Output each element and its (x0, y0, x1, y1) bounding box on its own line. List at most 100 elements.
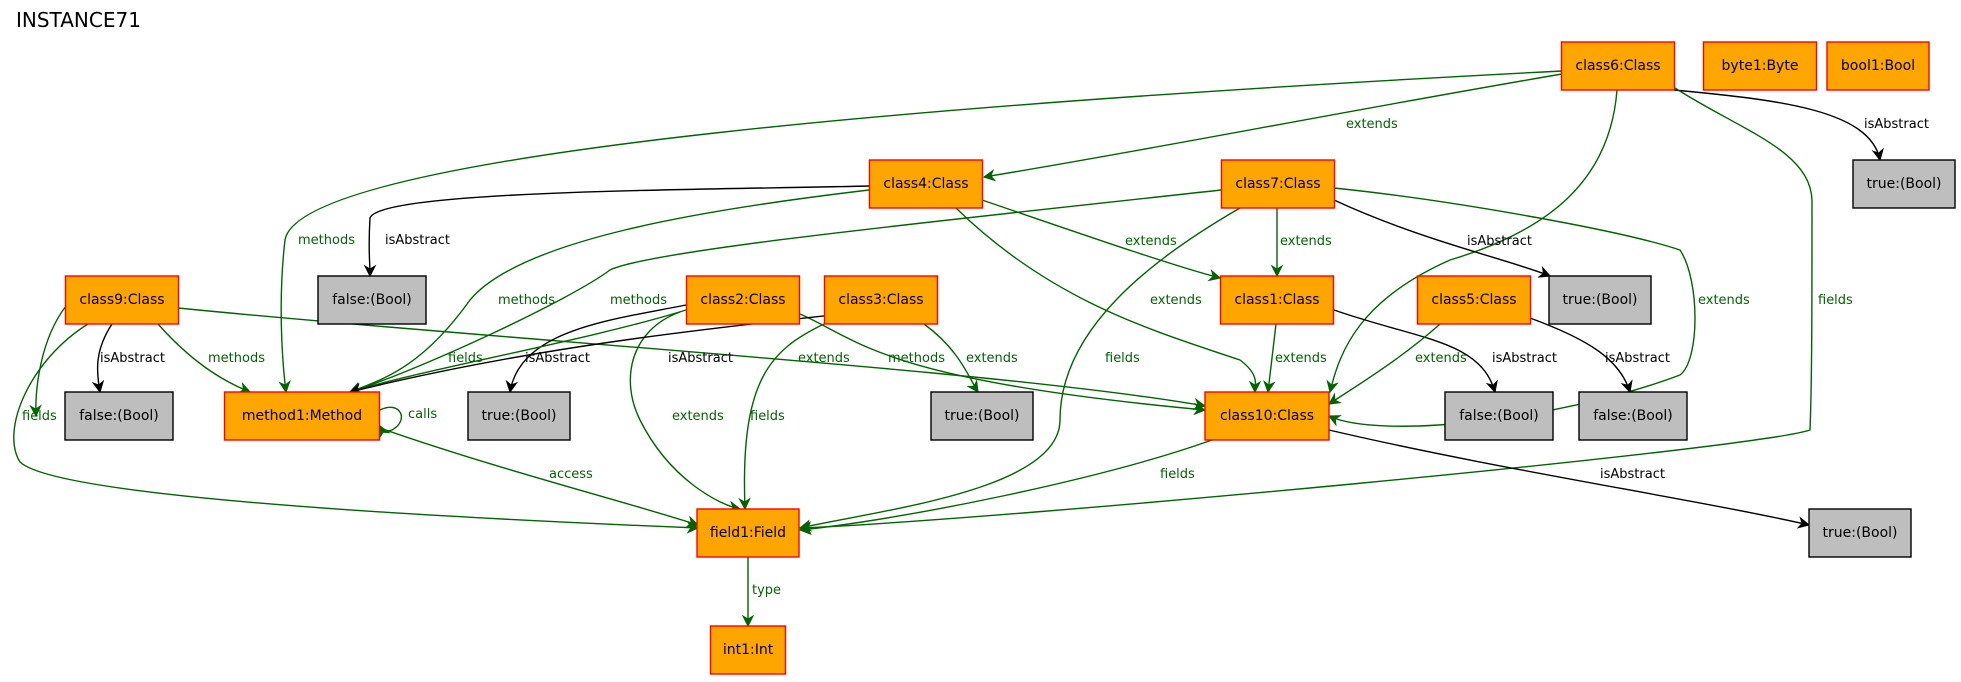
node-class7: class7:Class (1220, 159, 1336, 209)
edge-methods (157, 323, 252, 394)
edge-extends (1263, 323, 1277, 394)
edge-label-isabstract: isAbstract (1864, 117, 1929, 132)
node-label: class1:Class (1234, 292, 1319, 308)
node-label: false:(Bool) (79, 408, 159, 424)
node-true-c: true:(Bool) (467, 391, 571, 441)
node-box (709, 625, 787, 675)
edge-label-extends: extends (1125, 234, 1177, 249)
edge-label-isabstract: isAbstract (1467, 234, 1532, 249)
node-box (823, 275, 939, 325)
node-label: class7:Class (1235, 176, 1320, 192)
edge-isabstract (1333, 309, 1498, 394)
edge-label-extends: extends (1275, 351, 1327, 366)
node-box (64, 391, 174, 441)
node-box (1560, 41, 1676, 91)
node-int1: int1:Int (709, 625, 787, 675)
node-label: true:(Bool) (1823, 525, 1898, 541)
edge-fields (348, 309, 687, 395)
node-box (1548, 275, 1652, 325)
node-class10: class10:Class (1204, 391, 1330, 441)
diagram-title: INSTANCE71 (16, 8, 141, 32)
edge-isabstract (1333, 199, 1552, 278)
node-label: bool1:Bool (1841, 58, 1915, 74)
edge-fields (13, 323, 700, 534)
node-box (1808, 508, 1912, 558)
edge-label-isabstract: isAbstract (1600, 467, 1665, 482)
node-label: byte1:Byte (1722, 58, 1799, 74)
edge-label-extends: extends (966, 351, 1018, 366)
node-label: class6:Class (1575, 58, 1660, 74)
edge-label-methods: methods (208, 351, 265, 366)
node-true-d: true:(Bool) (930, 391, 1034, 441)
edge-label-access: access (549, 467, 593, 482)
edge-label-isabstract: isAbstract (385, 233, 450, 248)
edge-isabstract (1673, 89, 1884, 162)
node-label: class9:Class (79, 292, 164, 308)
edge-label-fields: fields (1818, 293, 1853, 308)
node-box (1444, 391, 1554, 441)
edge-label-fields: fields (1105, 351, 1140, 366)
edge-label-extends: extends (1698, 293, 1750, 308)
edge-label-methods: methods (298, 233, 355, 248)
edge-label-extends: extends (1415, 351, 1467, 366)
node-label: false:(Bool) (332, 292, 412, 308)
node-class5: class5:Class (1416, 275, 1532, 325)
edge-extends (923, 323, 979, 394)
node-method1: method1:Method (223, 391, 381, 441)
edge-isabstract (91, 323, 113, 394)
node-true-e: true:(Bool) (1808, 508, 1912, 558)
edge-extends (955, 207, 1262, 394)
edge-label-fields: fields (1160, 467, 1195, 482)
node-class6: class6:Class (1560, 41, 1676, 91)
node-true-a: true:(Bool) (1852, 159, 1956, 209)
edge-label-type: type (752, 583, 781, 598)
edge-extends (629, 311, 742, 513)
edge-label-extends: extends (798, 351, 850, 366)
edge-label-extends: extends (1280, 234, 1332, 249)
node-label: true:(Bool) (482, 408, 557, 424)
node-box (317, 275, 427, 325)
edge-label-isabstract: isAbstract (100, 351, 165, 366)
node-byte1: byte1:Byte (1702, 41, 1818, 91)
edge-fields (798, 439, 1213, 536)
node-label: class2:Class (700, 292, 785, 308)
node-box (1852, 159, 1956, 209)
edge-isabstract (505, 304, 687, 394)
node-label: true:(Bool) (1867, 176, 1942, 192)
node-false-b: false:(Bool) (64, 391, 174, 441)
edge-calls (379, 406, 403, 439)
node-box (1416, 275, 1532, 325)
edge-label-isabstract: isAbstract (1492, 351, 1557, 366)
node-label: false:(Bool) (1593, 408, 1673, 424)
node-box (1702, 41, 1818, 91)
edge-isabstract (1328, 429, 1811, 529)
edge-methods (348, 189, 1222, 395)
node-box (1578, 391, 1688, 441)
node-field1: field1:Field (696, 508, 800, 558)
node-label: true:(Bool) (945, 408, 1020, 424)
edge-label-methods: methods (888, 351, 945, 366)
node-bool1: bool1:Bool (1826, 41, 1930, 91)
node-box (1219, 275, 1335, 325)
node-box (1220, 159, 1336, 209)
edge-label-fields: fields (448, 351, 483, 366)
node-box (696, 508, 800, 558)
node-label: class4:Class (883, 176, 968, 192)
node-class4: class4:Class (868, 159, 984, 209)
node-false-c: false:(Bool) (1444, 391, 1554, 441)
edge-extends (1326, 89, 1618, 394)
edge-access (379, 427, 700, 528)
node-label: int1:Int (723, 642, 774, 658)
node-box (685, 275, 801, 325)
node-label: class5:Class (1431, 292, 1516, 308)
edge-methods (29, 305, 67, 418)
edges-layer: extends methods isAbstract fields isAbstract… (13, 70, 1929, 628)
node-class1: class1:Class (1219, 275, 1335, 325)
edge-methods (278, 70, 1563, 394)
edge-isabstract (1529, 317, 1633, 394)
node-class3: class3:Class (823, 275, 939, 325)
node-class9: class9:Class (64, 275, 180, 325)
edge-fields (798, 87, 1813, 534)
node-false-d: false:(Bool) (1578, 391, 1688, 441)
edge-extends (1327, 323, 1441, 405)
